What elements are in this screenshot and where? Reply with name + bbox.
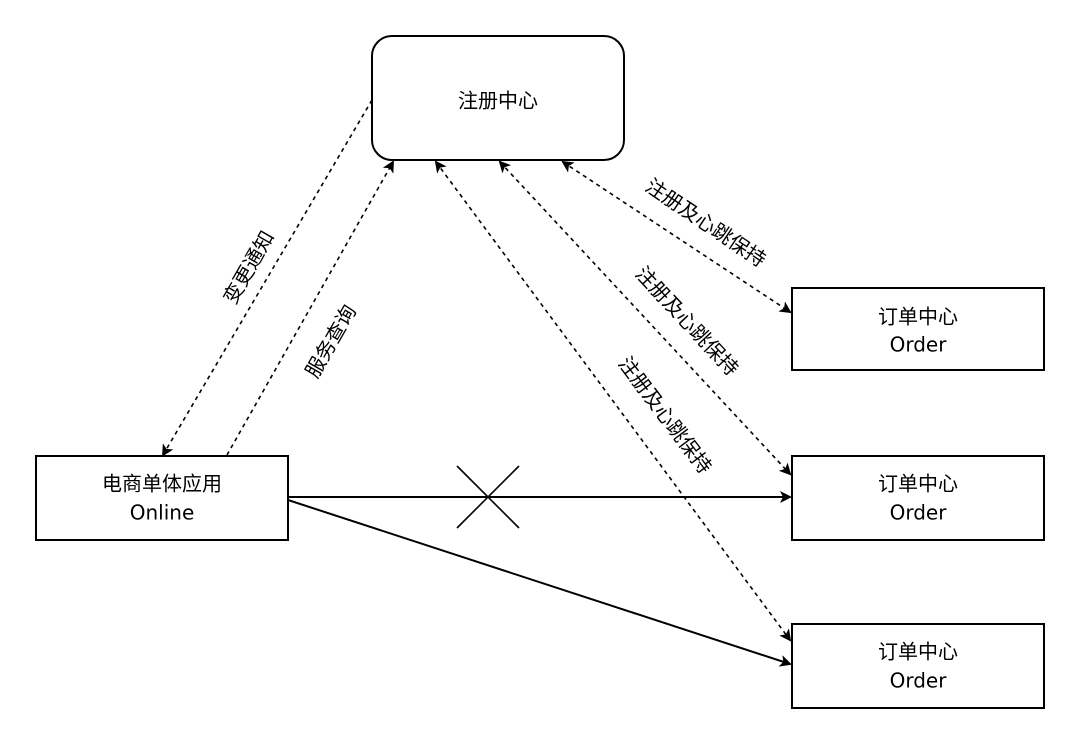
- node-registry-center-label: 注册中心: [458, 89, 538, 113]
- node-order-middle-title: 订单中心: [878, 472, 958, 496]
- node-online-app-subtitle: Online: [130, 501, 195, 525]
- label-register-heartbeat-bottom: 注册及心跳保持: [613, 352, 716, 478]
- node-order-top-title: 订单中心: [878, 305, 958, 329]
- node-order-bottom: 订单中心 Order: [791, 623, 1045, 709]
- node-order-bottom-subtitle: Order: [890, 669, 948, 693]
- node-online-app-title: 电商单体应用: [102, 472, 222, 496]
- node-online-app: 电商单体应用 Online: [35, 455, 289, 541]
- edge-register-heartbeat-top: [561, 160, 792, 314]
- node-order-top: 订单中心 Order: [791, 287, 1045, 371]
- edge-change-notify: [161, 99, 373, 457]
- node-registry-center: 注册中心: [371, 35, 625, 161]
- edge-direct-call-bottom: [287, 499, 792, 667]
- blocked-cross-icon: [456, 465, 520, 529]
- edge-register-heartbeat-middle: [498, 160, 792, 476]
- edge-service-query: [226, 160, 394, 456]
- label-service-query: 服务查询: [300, 301, 361, 382]
- node-order-middle: 订单中心 Order: [791, 455, 1045, 541]
- edges: [161, 99, 792, 667]
- node-order-middle-subtitle: Order: [890, 501, 948, 525]
- edge-register-heartbeat-bottom: [434, 160, 792, 642]
- node-order-bottom-title: 订单中心: [878, 640, 958, 664]
- node-order-top-subtitle: Order: [890, 333, 948, 357]
- label-change-notify: 变更通知: [218, 227, 279, 308]
